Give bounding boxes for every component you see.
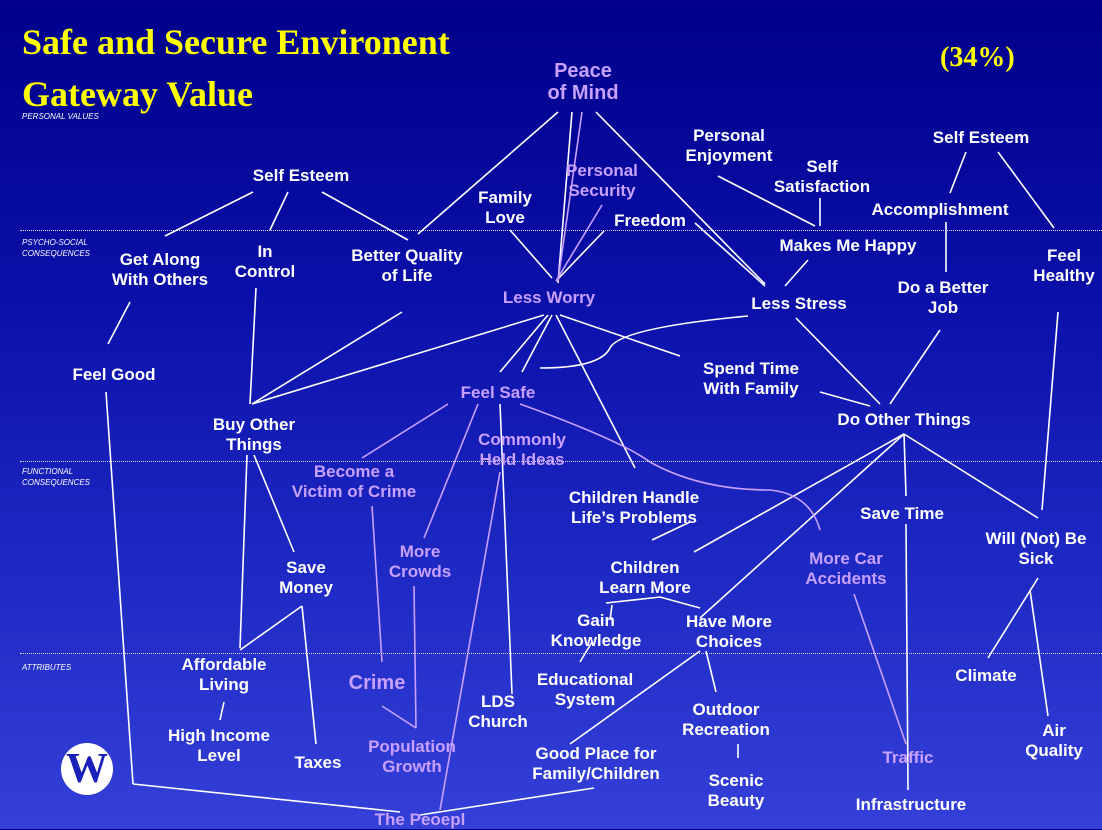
node-better-quality-of-life: Better Quality of Life <box>351 246 463 285</box>
logo-w-icon: W <box>61 743 113 795</box>
node-taxes: Taxes <box>294 753 342 772</box>
node-have-more-choices: Have More Choices <box>686 612 772 651</box>
node-feel-healthy: Feel Healthy <box>1033 246 1095 285</box>
level-label-functional-1: FUNCTIONAL <box>22 467 74 476</box>
node-educational-system: Educational System <box>536 670 634 709</box>
node-crime: Crime <box>348 672 406 694</box>
node-buy-other-things: Buy Other Things <box>212 415 296 454</box>
node-air-quality: Air Quality <box>1025 721 1083 760</box>
node-family-love: Family Love <box>478 188 532 227</box>
node-freedom: Freedom <box>614 211 686 230</box>
node-lds-church: LDS Church <box>468 692 528 731</box>
node-more-crowds: More Crowds <box>388 542 452 581</box>
node-get-along-with-others: Get Along With Others <box>111 250 209 289</box>
node-peace-of-mind: Peace of Mind <box>547 60 619 104</box>
node-save-time: Save Time <box>860 504 944 523</box>
node-less-stress: Less Stress <box>751 294 847 313</box>
node-personal-enjoyment: Personal Enjoyment <box>685 126 773 165</box>
level-label-psycho-social-2: CONSEQUENCES <box>22 249 91 258</box>
divider-functional <box>20 461 1102 462</box>
percent-label: (34%) <box>940 42 1015 73</box>
node-the-peoepl: The Peoepl <box>374 810 466 829</box>
node-do-a-better-job: Do a Better Job <box>897 278 989 317</box>
node-do-other-things: Do Other Things <box>837 410 971 429</box>
node-accomplishment: Accomplishment <box>871 200 1009 219</box>
node-outdoor-recreation: Outdoor Recreation <box>682 700 770 739</box>
node-in-control: In Control <box>234 242 296 281</box>
slide-title-line1: Safe and Secure Environent <box>22 22 450 62</box>
node-save-money: Save Money <box>279 558 333 597</box>
node-feel-good: Feel Good <box>72 365 156 384</box>
level-label-psycho-social-1: PSYCHO-SOCIAL <box>22 238 88 247</box>
node-become-a-victim-of-crime: Become a Victim of Crime <box>291 462 417 501</box>
node-traffic: Traffic <box>882 748 934 767</box>
divider-psycho-social <box>20 230 1102 231</box>
divider-attributes <box>20 653 1102 654</box>
node-more-car-accidents: More Car Accidents <box>805 549 887 588</box>
node-self-satisfaction: Self Satisfaction <box>773 157 871 196</box>
node-feel-safe: Feel Safe <box>460 383 536 402</box>
node-population-growth: Population Growth <box>368 737 456 776</box>
node-spend-time-with-family: Spend Time With Family <box>702 359 800 398</box>
level-label-functional-2: CONSEQUENCES <box>22 478 91 487</box>
node-less-worry: Less Worry <box>502 288 596 307</box>
node-high-income-level: High Income Level <box>167 726 271 765</box>
node-affordable-living: Affordable Living <box>181 655 267 694</box>
slide-title-line2: Gateway Value <box>22 74 254 114</box>
node-makes-me-happy: Makes Me Happy <box>779 236 917 255</box>
node-commonly-held-ideas: Commonly Held Ideas <box>478 430 566 469</box>
level-label-personal-values: PERSONAL VALUES <box>22 112 99 121</box>
node-self-esteem-left: Self Esteem <box>252 166 350 185</box>
node-infrastructure: Infrastructure <box>855 795 967 814</box>
node-climate: Climate <box>955 666 1017 685</box>
node-children-handle-lifes-problems: Children Handle Life’s Problems <box>568 488 700 527</box>
node-children-learn-more: Children Learn More <box>599 558 691 597</box>
node-personal-security: Personal Security <box>566 161 638 200</box>
node-scenic-beauty: Scenic Beauty <box>707 771 765 810</box>
node-self-esteem-right: Self Esteem <box>932 128 1030 147</box>
node-will-not-be-sick: Will (Not) Be Sick <box>985 529 1087 568</box>
node-good-place-for-family-children: Good Place for Family/Children <box>532 744 660 783</box>
level-label-attributes: ATTRIBUTES <box>22 663 72 672</box>
node-gain-knowledge: Gain Knowledge <box>550 611 642 650</box>
